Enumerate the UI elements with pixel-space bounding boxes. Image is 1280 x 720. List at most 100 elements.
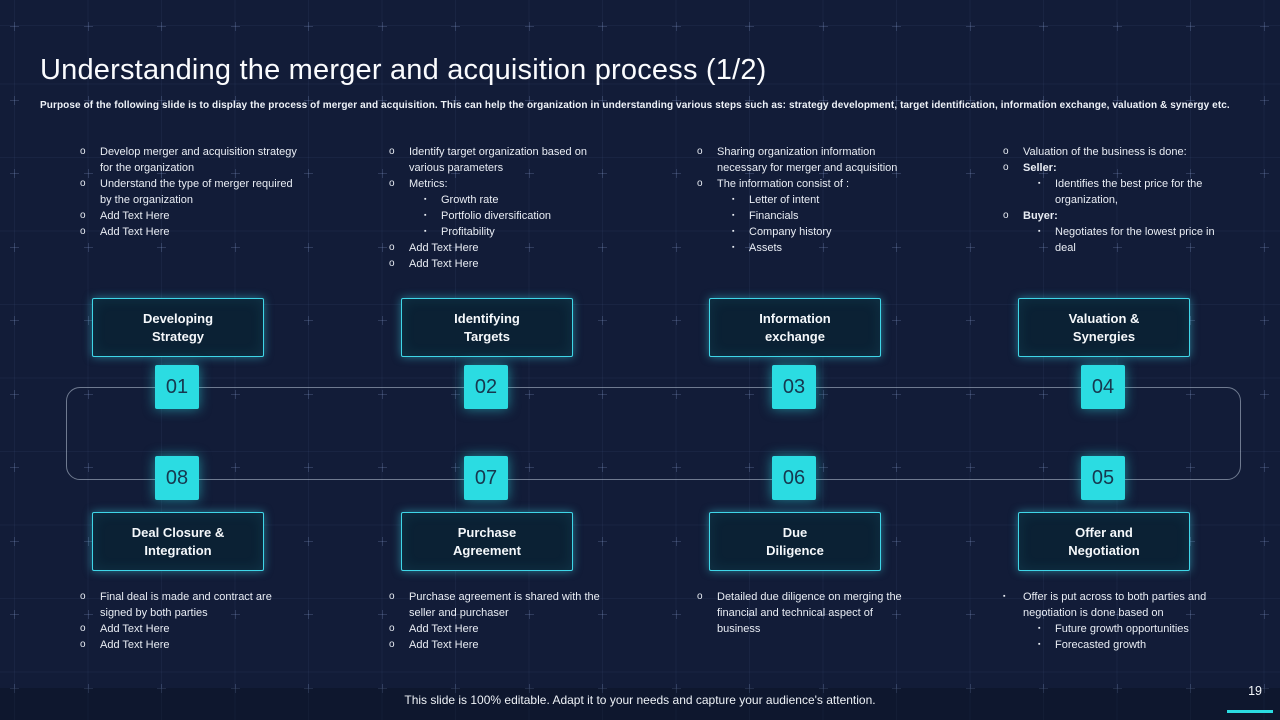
bullet-marker: ▪ <box>732 228 735 235</box>
step-box-identifying-targets: Identifying Targets <box>401 298 573 357</box>
list-item: ▪ Portfolio diversification <box>389 208 609 224</box>
step-number-04: 04 <box>1081 365 1125 409</box>
bullet-marker: ▪ <box>732 244 735 251</box>
notes-information-exchange: o Sharing organization information necess… <box>697 144 917 256</box>
note-text: Financials <box>749 210 799 222</box>
page-number: 19 <box>1248 684 1262 698</box>
note-text: Understand the type of merger required b… <box>100 178 293 206</box>
notes-identifying-targets: o Identify target organization based on v… <box>389 144 609 272</box>
bullet-marker: o <box>389 146 395 157</box>
note-text: Add Text Here <box>100 226 170 238</box>
bullet-marker: ▪ <box>1038 228 1041 235</box>
note-text: Detailed due diligence on merging the fi… <box>717 591 902 635</box>
bullet-marker: o <box>389 242 395 253</box>
step-box-deal-closure-integration: Deal Closure & Integration <box>92 512 264 571</box>
step-box-developing-strategy: Developing Strategy <box>92 298 264 357</box>
note-text: Add Text Here <box>100 623 170 635</box>
bullet-marker: ▪ <box>732 212 735 219</box>
note-text: Add Text Here <box>409 258 479 270</box>
bullet-marker: o <box>80 623 86 634</box>
bullet-marker: o <box>697 591 703 602</box>
note-text: Portfolio diversification <box>441 210 552 222</box>
bullet-marker: ▪ <box>1038 625 1041 632</box>
list-item: ▪Offer is put across to both parties and… <box>1003 589 1223 621</box>
note-text: Add Text Here <box>100 210 170 222</box>
list-item: o Detailed due diligence on merging the f… <box>697 589 917 637</box>
list-item: ▪ Future growth opportunities <box>1003 621 1223 637</box>
step-box-information-exchange: Information exchange <box>709 298 881 357</box>
bullet-marker: o <box>80 591 86 602</box>
note-text: Identify target organization based on va… <box>409 146 587 174</box>
list-item: o Buyer: <box>1003 208 1223 224</box>
note-text: Negotiates for the lowest price in deal <box>1055 226 1215 254</box>
note-text: Forecasted growth <box>1055 639 1147 651</box>
step-box-purchase-agreement: Purchase Agreement <box>401 512 573 571</box>
note-text: Buyer: <box>1023 210 1058 222</box>
bullet-marker: ▪ <box>424 196 427 203</box>
notes-due-diligence: o Detailed due diligence on merging the f… <box>697 589 917 637</box>
step-box-offer-negotiation: Offer and Negotiation <box>1018 512 1190 571</box>
footer-strip <box>0 688 1280 720</box>
step-number-02: 02 <box>464 365 508 409</box>
bullet-marker: ▪ <box>424 212 427 219</box>
note-text: Final deal is made and contract are sign… <box>100 591 272 619</box>
bullet-marker: o <box>1003 210 1009 221</box>
page-number-accent-bar <box>1227 710 1273 713</box>
note-text: Letter of intent <box>749 194 820 206</box>
note-text: Add Text Here <box>409 623 479 635</box>
bullet-marker: ▪ <box>1038 180 1041 187</box>
note-text: Add Text Here <box>100 639 170 651</box>
step-number-03: 03 <box>772 365 816 409</box>
note-text: The information consist of : <box>717 178 850 190</box>
page-subtitle: Purpose of the following slide is to dis… <box>40 100 1230 111</box>
list-item: o Add Text Here <box>80 621 300 637</box>
bullet-marker: o <box>1003 162 1009 173</box>
note-text: Develop merger and acquisition strategy … <box>100 146 297 174</box>
bullet-marker: o <box>389 639 395 650</box>
bullet-marker: o <box>80 639 86 650</box>
note-text: Profitability <box>441 226 495 238</box>
note-text: Identifies the best price for the organi… <box>1055 178 1203 206</box>
list-item: ▪ Identifies the best price for the organ… <box>1003 176 1223 208</box>
step-number-06: 06 <box>772 456 816 500</box>
notes-deal-closure: o Final deal is made and contract are sig… <box>80 589 300 653</box>
list-item: o Sharing organization information necess… <box>697 144 917 176</box>
step-number-07: 07 <box>464 456 508 500</box>
list-item: ▪Letter of intent <box>697 192 917 208</box>
list-item: o Identify target organization based on v… <box>389 144 609 176</box>
step-box-valuation-synergies: Valuation & Synergies <box>1018 298 1190 357</box>
step-box-due-diligence: Due Diligence <box>709 512 881 571</box>
list-item: ▪Profitability <box>389 224 609 240</box>
note-text: Company history <box>749 226 832 238</box>
bullet-marker: o <box>1003 146 1009 157</box>
note-text: Purchase agreement is shared with the se… <box>409 591 600 619</box>
note-text: Seller: <box>1023 162 1057 174</box>
note-text: Future growth opportunities <box>1055 623 1189 635</box>
list-item: o Seller: <box>1003 160 1223 176</box>
step-number-01: 01 <box>155 365 199 409</box>
step-number-05: 05 <box>1081 456 1125 500</box>
list-item: ▪ Company history <box>697 224 917 240</box>
bullet-marker: o <box>389 258 395 269</box>
list-item: o Final deal is made and contract are sig… <box>80 589 300 621</box>
note-text: Assets <box>749 242 783 254</box>
note-text: Add Text Here <box>409 639 479 651</box>
bullet-marker: o <box>389 178 395 189</box>
page-title: Understanding the merger and acquisition… <box>40 54 767 87</box>
note-text: Sharing organization information necessa… <box>717 146 898 174</box>
list-item: o Metrics: <box>389 176 609 192</box>
bullet-marker: o <box>697 146 703 157</box>
note-text: Metrics: <box>409 178 448 190</box>
footer-note: This slide is 100% editable. Adapt it to… <box>404 693 876 707</box>
bullet-marker: ▪ <box>1038 641 1041 648</box>
